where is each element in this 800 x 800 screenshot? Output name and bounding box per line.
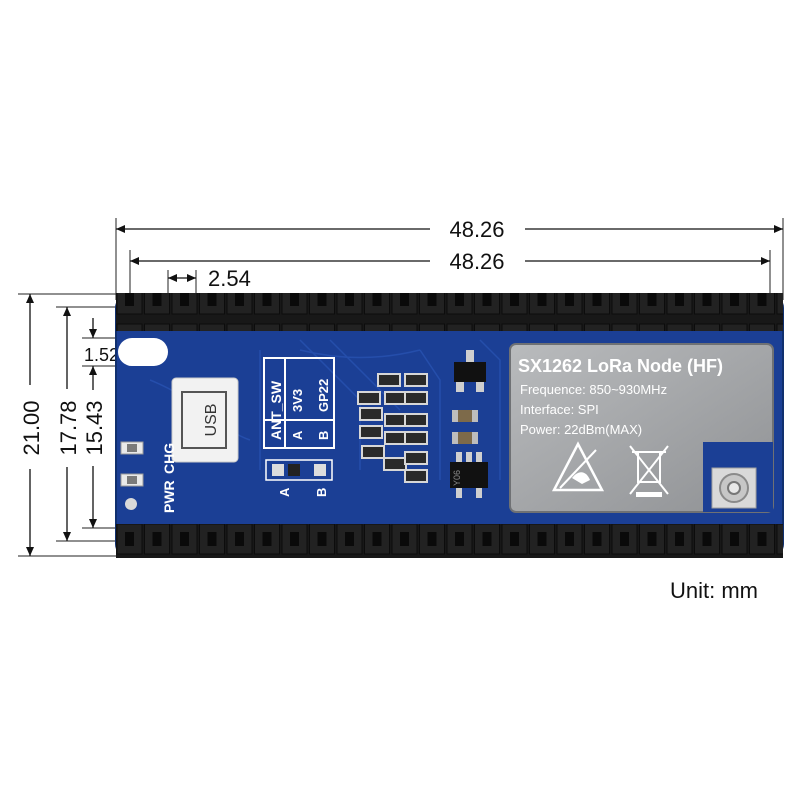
pwr-label: PWR (161, 480, 177, 513)
usb-connector: USB (171, 377, 239, 463)
ic-chip: Y06 (450, 452, 488, 498)
outer-width-label: 48.26 (449, 217, 504, 242)
col-b-label: B (316, 431, 331, 440)
col-3v3-label: 3V3 (290, 389, 305, 412)
jumper-a-label: A (277, 487, 292, 497)
dimension-height-total: 21.00 (14, 294, 48, 556)
module-line3: Power: 22dBm(MAX) (520, 422, 642, 437)
height-mid-label: 17.78 (56, 400, 81, 455)
module-line2: Interface: SPI (520, 402, 599, 417)
ant-sw-label: ANT_SW (268, 380, 284, 440)
col-gp22-label: GP22 (316, 379, 331, 412)
jumper-b-label: B (314, 488, 329, 497)
jumper-pads: A B (265, 459, 333, 497)
pin-header-top (116, 293, 783, 331)
hole-offset-label: 1.52 (84, 345, 119, 365)
pin-pitch-label: 2.54 (208, 266, 251, 291)
pin-header-bottom (116, 524, 783, 558)
status-leds: PWR CHG (120, 441, 177, 513)
dimension-height-inner: 15.43 (80, 366, 108, 528)
usb-label: USB (203, 404, 220, 437)
inner-width-label: 48.26 (449, 249, 504, 274)
unit-label: Unit: mm (670, 578, 758, 603)
dimension-pin-pitch: 2.54 (168, 266, 251, 291)
module-line1: Frequence: 850~930MHz (520, 382, 667, 397)
col-a-label: A (290, 430, 305, 440)
lora-module: SX1262 LoRa Node (HF) Frequence: 850~930… (509, 343, 774, 513)
ant-sw-table: ANT_SW 3V3 A GP22 B (263, 357, 335, 449)
esd-warning-icon (551, 441, 605, 492)
module-title: SX1262 LoRa Node (HF) (518, 356, 723, 376)
weee-bin-icon (629, 445, 669, 497)
antenna-connector-icon (711, 467, 757, 509)
dimension-inner-width: 48.26 (130, 249, 770, 274)
dimension-hole-offset: 1.52 (84, 318, 119, 365)
ic-marking: Y06 (452, 470, 462, 486)
smd-components (357, 373, 478, 483)
height-total-label: 21.00 (19, 400, 44, 455)
dimension-outer-width: 48.26 (116, 217, 783, 242)
transistor-top (454, 350, 486, 392)
height-inner-label: 15.43 (82, 400, 107, 455)
mounting-slot (118, 338, 168, 366)
chg-label: CHG (161, 443, 177, 474)
dimension-height-mid: 17.78 (52, 307, 84, 541)
